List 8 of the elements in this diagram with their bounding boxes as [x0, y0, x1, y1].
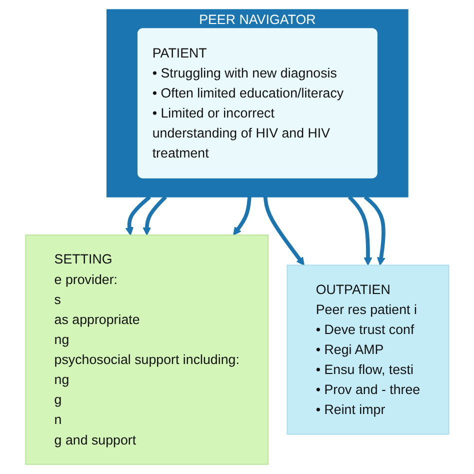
- arrow: [364, 195, 386, 266]
- arrow: [263, 196, 304, 266]
- arrow: [125, 195, 151, 236]
- arrow: [142, 196, 167, 236]
- node-box: SETTING e provider: s as appropriate ng psychosocial support including: ng g n g and support: [24, 234, 268, 465]
- arrow: [348, 196, 372, 266]
- node-box: OUTPATIEN Peer res patient i • Deve trust conf • Regi AMP • Ensu flow, testi • Prov and - three • Reint impr: [286, 264, 450, 435]
- arrow: [232, 196, 252, 236]
